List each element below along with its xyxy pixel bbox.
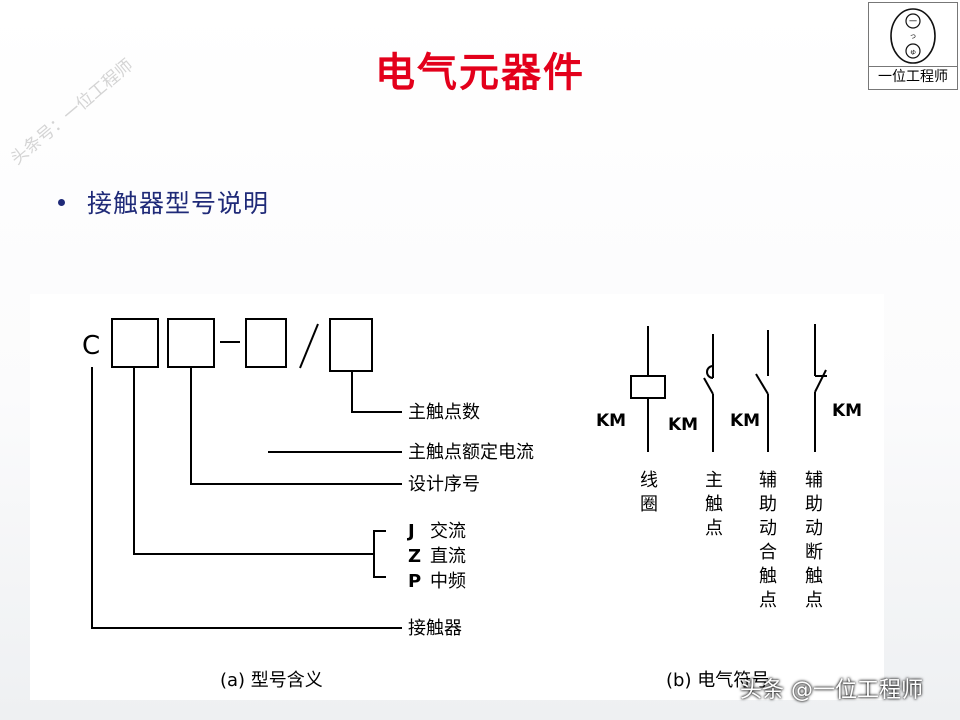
- coil-symbol: [630, 375, 666, 399]
- label-rated-current: 主触点额定电流: [408, 442, 534, 463]
- label-aux-no: 辅助动合触点: [759, 470, 777, 611]
- label-mf: 中频: [430, 571, 466, 592]
- km-aux-no: KM: [730, 411, 760, 431]
- label-ac: 交流: [430, 521, 466, 542]
- model-box-2: [167, 318, 215, 368]
- code-dc: Z: [408, 546, 421, 567]
- slash-separator: [299, 323, 319, 369]
- code-mf: P: [408, 571, 421, 592]
- label-coil: 线圈: [640, 470, 658, 515]
- aux-no-blade: [755, 373, 769, 395]
- aux-nc-blade: [814, 369, 827, 393]
- km-main: KM: [668, 415, 698, 435]
- leader-contactor: [91, 367, 402, 629]
- caption-b: (b) 电气符号: [666, 670, 769, 691]
- label-aux-nc: 辅助动断触点: [805, 470, 823, 611]
- contactor-diagram: C 主触点数 主触点额定电流 设计序号 J 交流 Z 直流 P 中频 接触器 (…: [82, 318, 862, 691]
- bullet-dot-icon: [58, 198, 65, 206]
- code-ac: J: [406, 521, 415, 542]
- bullet-text: 接触器型号说明: [87, 189, 270, 218]
- model-prefix: C: [82, 331, 100, 361]
- contactor-figure: C 主触点数 主触点额定电流 设计序号 J 交流 Z 直流 P 中频 接触器 (…: [30, 294, 884, 700]
- model-box-4: [329, 318, 373, 372]
- label-main: 主触点: [705, 470, 723, 539]
- km-aux-nc: KM: [832, 401, 862, 421]
- footer-watermark: 头条 @一位工程师: [740, 678, 923, 703]
- logo: 一 っ ゅ 一位工程师: [868, 2, 958, 90]
- leader-design-no: [190, 367, 402, 485]
- label-contactor: 接触器: [408, 618, 462, 639]
- caption-a: (a) 型号含义: [220, 670, 323, 691]
- label-dc: 直流: [430, 546, 466, 567]
- main-contact-arc: [706, 365, 714, 379]
- leader-bracket: [373, 530, 386, 578]
- main-contact-blade: [703, 377, 714, 395]
- km-coil: KM: [596, 411, 626, 431]
- model-box-1: [111, 318, 159, 368]
- model-box-3: [245, 318, 287, 368]
- logo-emblem-char: ゅ: [910, 48, 917, 56]
- logo-emblem-icon: 一 っ ゅ: [890, 8, 936, 64]
- logo-emblem-char: っ: [910, 32, 917, 40]
- logo-text: 一位工程师: [869, 66, 957, 87]
- leader-main-contacts: [351, 372, 402, 413]
- label-main-contacts: 主触点数: [408, 402, 480, 423]
- vertical-labels: 线圈 主触点 辅助动合触点 辅助动断触点: [640, 470, 823, 611]
- logo-emblem-char: 一: [909, 17, 917, 26]
- leader-current-type: [133, 367, 374, 555]
- bullet-item: 接触器型号说明: [58, 184, 269, 220]
- label-design-no: 设计序号: [408, 474, 480, 495]
- slide-title: 电气元器件: [375, 50, 585, 96]
